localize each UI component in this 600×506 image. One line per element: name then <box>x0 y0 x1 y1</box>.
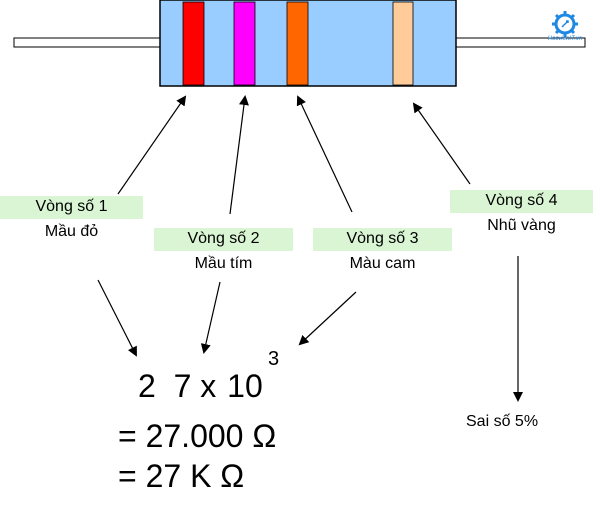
arrow-band-1 <box>117 95 187 195</box>
band-4-title: Vòng số 4 <box>450 190 593 213</box>
resistor-lead-left <box>13 37 163 48</box>
gear-icon <box>552 11 578 37</box>
formula-exponent: 3 <box>268 348 280 370</box>
arrow-exponent <box>298 291 357 346</box>
formula-line-1: 2 7 x 10 <box>138 368 263 404</box>
formula-times: x <box>200 368 217 404</box>
band-4-label: Vòng số 4 Nhũ vàng <box>450 190 593 236</box>
formula-digit-1: 2 <box>138 368 156 404</box>
arrow-digit-1 <box>97 279 137 357</box>
band-1-color-name: Mầu đỏ <box>44 223 99 240</box>
band-1-title: Vòng số 1 <box>0 196 143 219</box>
band-3-color-name: Màu cam <box>349 255 416 272</box>
band-3-label: Vòng số 3 Màu cam <box>313 228 452 274</box>
band-1-label: Vòng số 1 Mầu đỏ <box>0 196 143 242</box>
band-4 <box>392 1 414 86</box>
formula-line-2: = 27.000 Ω <box>118 418 277 454</box>
band-2 <box>233 1 256 86</box>
band-2-color-name: Mầu tím <box>194 255 253 272</box>
band-2-label: Vòng số 2 Mầu tím <box>154 228 293 274</box>
band-2-title: Vòng số 2 <box>154 228 293 251</box>
arrow-band-2 <box>229 95 249 215</box>
tolerance-text: Sai số 5% <box>466 413 539 430</box>
band-4-color-name: Nhũ vàng <box>487 217 556 234</box>
arrow-digit-2 <box>200 281 221 354</box>
logo-text: HocvienIT.vn <box>547 36 583 42</box>
formula-digit-2: 7 <box>173 368 192 404</box>
arrow-band-4 <box>412 102 471 185</box>
arrow-band-3 <box>296 95 353 213</box>
formula-base: 10 <box>227 368 263 404</box>
band-3 <box>286 1 309 86</box>
band-1 <box>182 1 205 86</box>
formula-line-3: = 27 K Ω <box>118 458 245 494</box>
band-3-title: Vòng số 3 <box>313 228 452 251</box>
